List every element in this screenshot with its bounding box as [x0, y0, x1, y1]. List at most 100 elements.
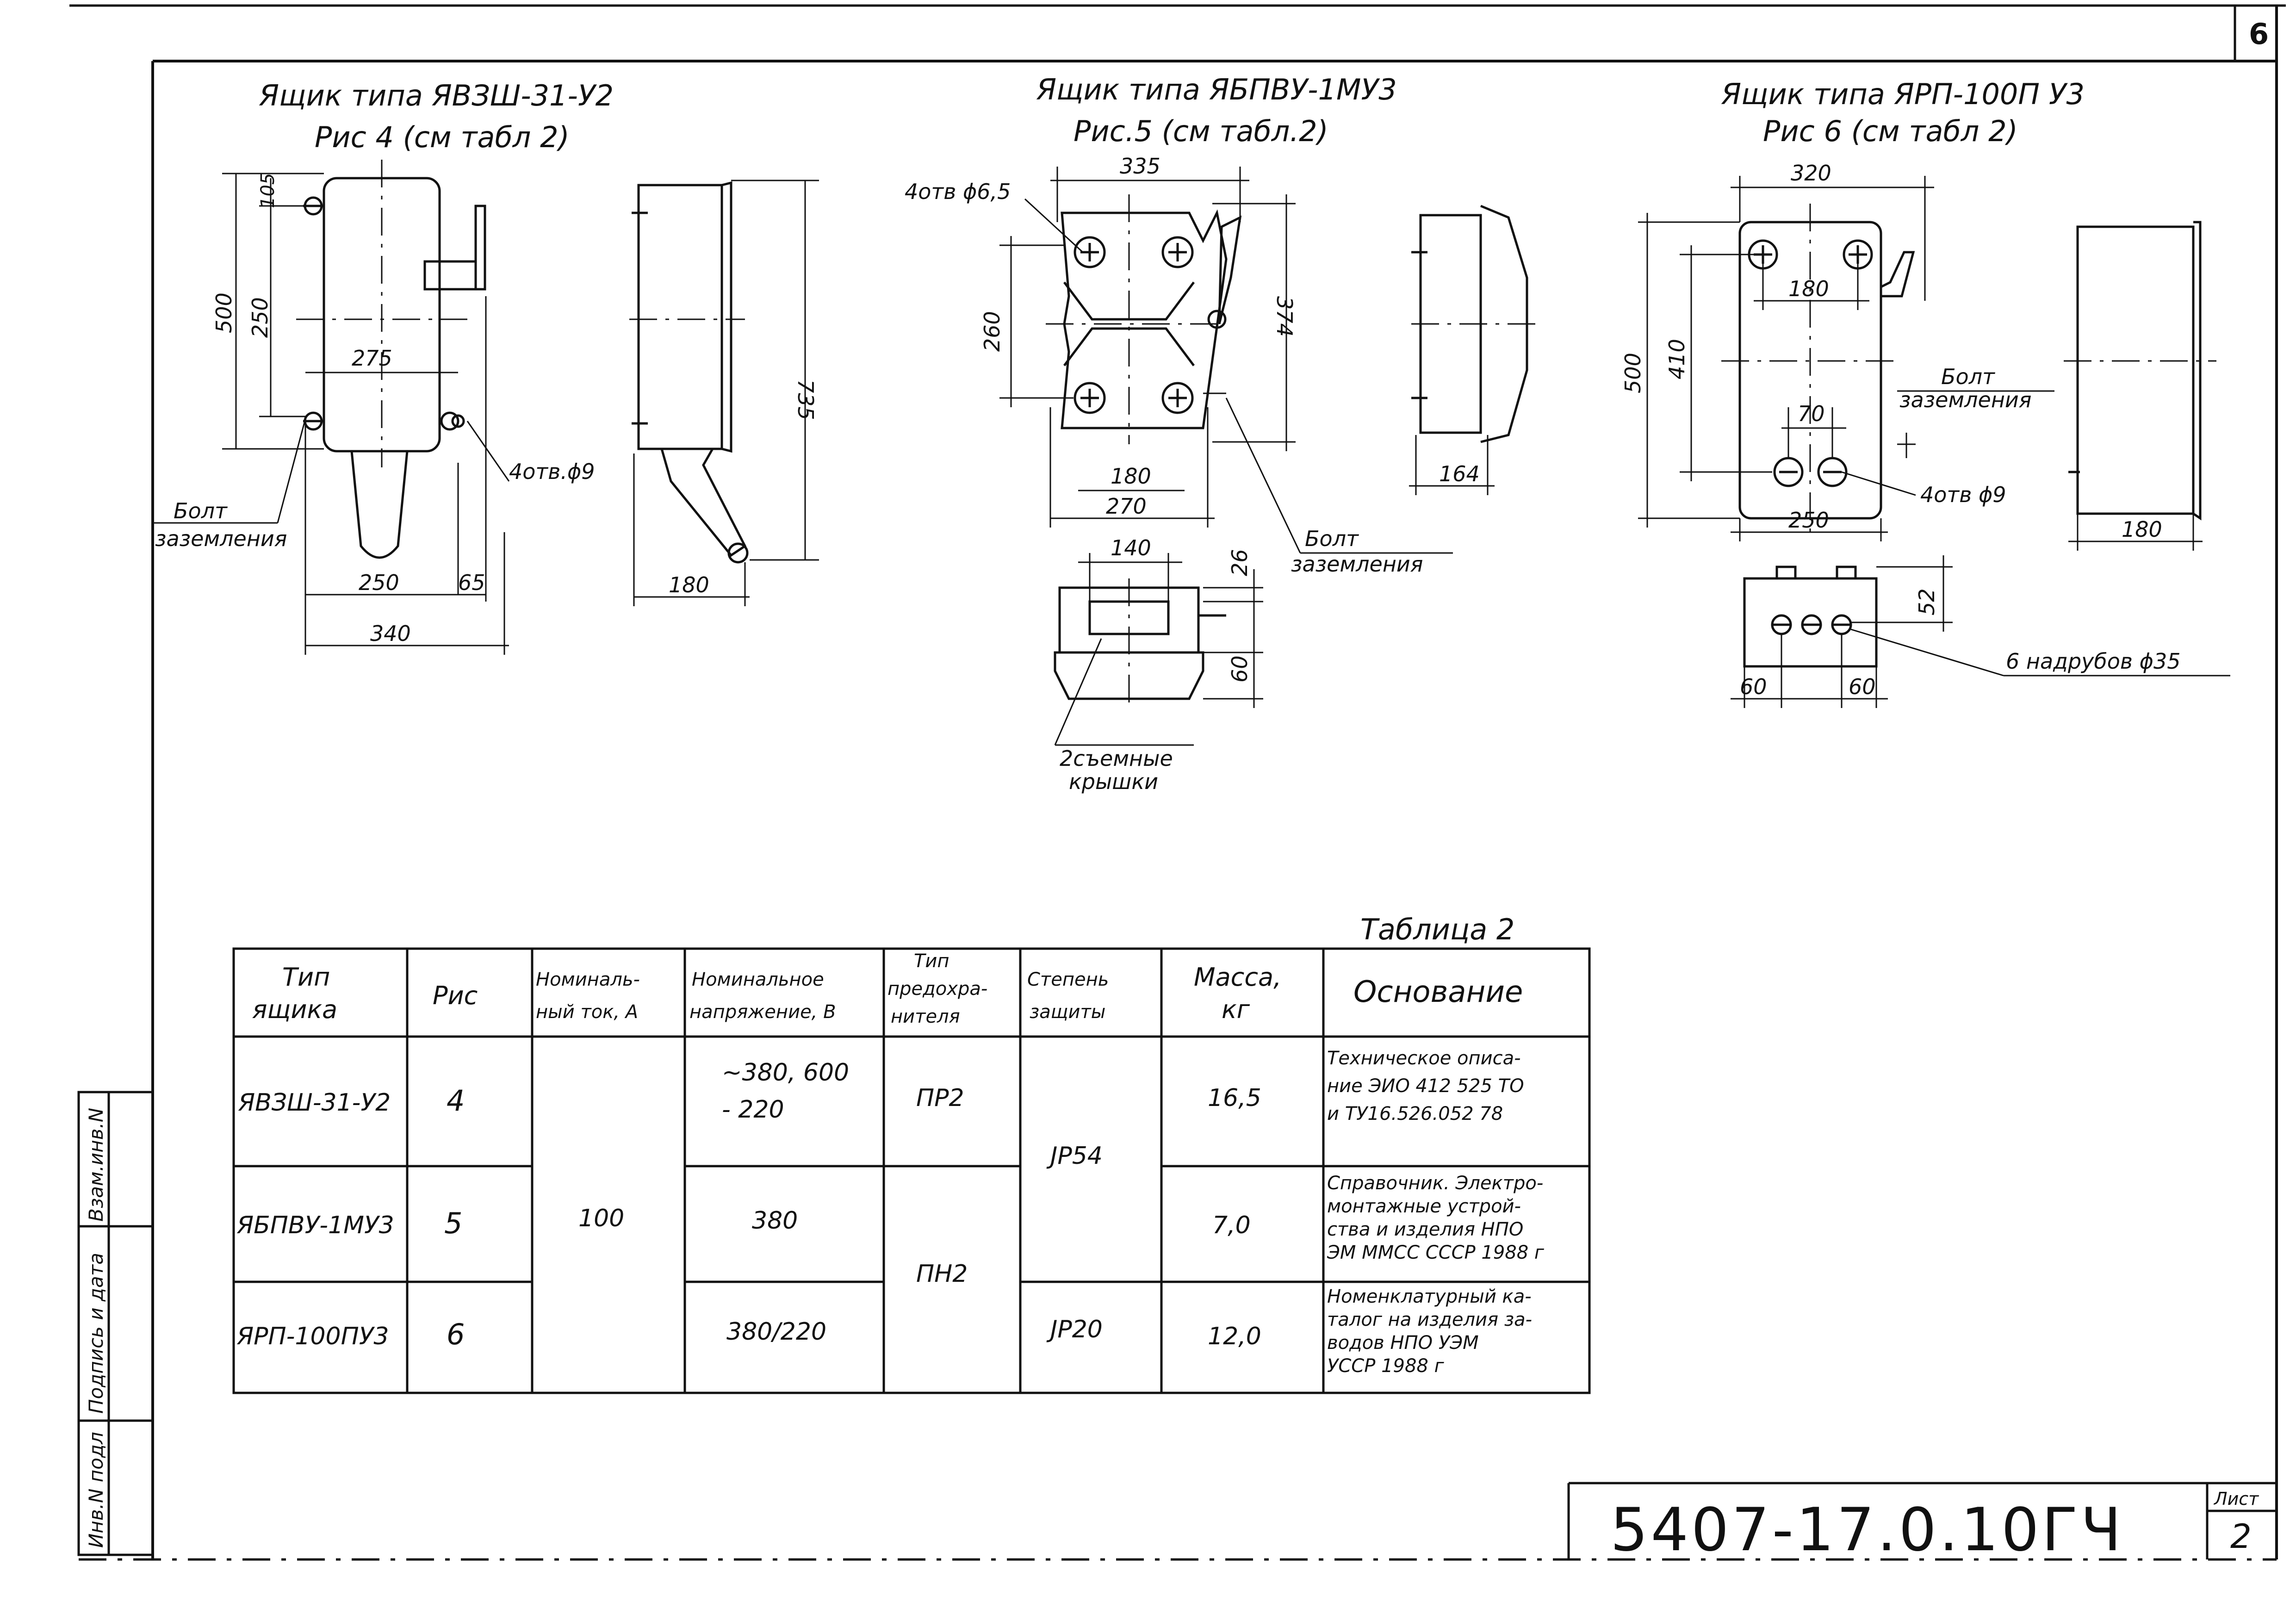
table-caption: Таблица 2 — [1360, 913, 1514, 946]
row1-fig: 4 — [447, 1084, 465, 1118]
fig5-covers-label-1: 2съемные — [1060, 746, 1173, 771]
row2-basis-1: Справочник. Электро- — [1327, 1173, 1543, 1194]
fig5-bolt-label-2: заземления — [1291, 552, 1423, 577]
table-header-type-2: ящика — [252, 995, 337, 1024]
row1-volt-1: ∼380, 600 — [722, 1059, 849, 1087]
fig4-dim-340: 340 — [370, 621, 411, 646]
merged-protection-upper: JP54 — [1046, 1142, 1103, 1170]
merged-current: 100 — [578, 1205, 624, 1232]
row2-type: ЯБПВУ-1МУ3 — [236, 1211, 394, 1239]
fig6-dim-70: 70 — [1798, 401, 1825, 426]
fig4-holes-note: 4отв.ϕ9 — [509, 459, 595, 484]
table-header-voltage-1: Номинальное — [692, 969, 824, 990]
fig6-dimension-lines — [1638, 176, 1934, 541]
fig4-dimension-lines — [153, 173, 510, 655]
fig5-side-dimension-lines — [1409, 435, 1495, 495]
fig6-holes-note: 4отв ϕ9 — [1920, 482, 2006, 507]
table-header-current-1: Номиналь- — [536, 969, 640, 990]
stamp-inv-label: Взам.инв.N — [85, 1108, 107, 1222]
fig4-dim-105: 105 — [257, 173, 279, 208]
fig4-dim-65: 65 — [458, 570, 485, 595]
list-number: 2 — [2230, 1517, 2252, 1556]
row2-volt: 380 — [752, 1207, 798, 1235]
table-header-fuse-1: Тип — [914, 950, 949, 972]
row1-mass: 16,5 — [1208, 1084, 1261, 1112]
fig5-dim-140: 140 — [1111, 535, 1151, 560]
fig6-side-dimension-lines — [2068, 514, 2203, 551]
fig4-side-dimension-lines — [633, 180, 819, 606]
row3-mass: 12,0 — [1208, 1323, 1261, 1350]
row3-type: ЯРП-100ПУ3 — [236, 1323, 389, 1350]
side-stamp — [77, 1091, 154, 1556]
fig4-dim-250-vertical: 250 — [248, 297, 273, 338]
fig4-dim-275: 275 — [352, 346, 392, 371]
fig4-front-view — [296, 160, 486, 559]
table-header-fig: Рис — [433, 981, 478, 1010]
row3-fig: 6 — [447, 1317, 465, 1351]
table-header-type-1: Тип — [282, 963, 330, 992]
fig5-dim-180: 180 — [1111, 464, 1151, 489]
fig6-dim-52: 52 — [1914, 588, 1939, 615]
fig4-title: Ящик типа ЯВЗШ-31-У2 — [259, 79, 614, 112]
fig5-holes-note: 4отв ϕ6,5 — [905, 179, 1011, 204]
fig4-bolt-label-2: заземления — [155, 526, 287, 551]
fig6-dim-250: 250 — [1788, 508, 1829, 533]
list-label: Лист — [2213, 1489, 2259, 1509]
fig5-dim-60: 60 — [1227, 655, 1252, 683]
stamp-podl-label: Инв.N подл — [85, 1432, 107, 1548]
row3-basis-2: талог на изделия за- — [1327, 1309, 1532, 1330]
fig5-top-dimension-lines — [1054, 553, 1263, 746]
fig6-subtitle: Рис 6 (см табл 2) — [1763, 114, 2018, 148]
table-header-voltage-2: напряжение, В — [689, 1001, 836, 1023]
row3-basis-3: водов НПО УЭМ — [1327, 1332, 1479, 1354]
table-header-protection-2: защиты — [1030, 1001, 1105, 1023]
fig5-dim-374: 374 — [1272, 296, 1297, 337]
fig5-dim-335: 335 — [1120, 154, 1160, 179]
fig5-top-view — [1054, 578, 1226, 708]
fig6-dim-320: 320 — [1791, 161, 1831, 186]
table-header-protection-1: Степень — [1027, 969, 1109, 990]
fig5-dim-260: 260 — [980, 311, 1005, 352]
fig6-dim-410: 410 — [1664, 339, 1689, 379]
row2-fig: 5 — [444, 1206, 462, 1240]
stamp-sign-label: Подпись и дата — [85, 1253, 107, 1414]
row1-basis-1: Техническое описа- — [1327, 1048, 1521, 1069]
fig5-covers-label-2: крышки — [1069, 769, 1158, 794]
fig5-dim-164: 164 — [1439, 461, 1480, 486]
fig6-dim-180-side: 180 — [2122, 517, 2162, 542]
row3-basis-4: УССР 1988 г — [1327, 1355, 1445, 1377]
fig6-dim-60-right: 60 — [1849, 674, 1876, 699]
fig6-bottom-dimension-lines — [1731, 555, 2230, 708]
fig4-side-view — [629, 181, 749, 564]
row2-basis-3: ства и изделия НПО — [1327, 1219, 1523, 1240]
sheet-frame — [69, 4, 2286, 1561]
fig6-dim-60-left: 60 — [1740, 674, 1767, 699]
fig5-subtitle: Рис.5 (см табл.2) — [1074, 114, 1328, 148]
table-grid — [232, 947, 1591, 1394]
fig6-dim-180: 180 — [1788, 276, 1829, 301]
merged-fuse-lower: ПН2 — [916, 1260, 968, 1288]
table-header-fuse-3: нителя — [891, 1006, 960, 1027]
fig4-dim-735: 735 — [793, 379, 818, 420]
table-header-basis: Основание — [1353, 975, 1523, 1009]
table-header-mass-2: кг — [1222, 995, 1250, 1024]
row1-volt-2: - 220 — [722, 1096, 784, 1124]
document-code: 5407-17.0.10ГЧ — [1610, 1496, 2124, 1565]
row2-basis-4: ЭМ ММСС СССР 1988 г — [1327, 1242, 1545, 1263]
fig4-dim-180: 180 — [669, 572, 709, 597]
fig6-front-view — [1721, 204, 1915, 532]
row2-mass: 7,0 — [1212, 1211, 1251, 1239]
fig6-dim-500: 500 — [1620, 353, 1645, 393]
row2-basis-2: монтажные устрой- — [1327, 1196, 1521, 1217]
row1-fuse: ПР2 — [916, 1084, 964, 1112]
fig5-title: Ящик типа ЯБПВУ-1МУ3 — [1036, 73, 1397, 106]
row3-volt: 380/220 — [726, 1318, 826, 1346]
fig4-subtitle: Рис 4 (см табл 2) — [315, 120, 570, 154]
title-block — [1567, 1482, 2277, 1559]
row3-protection: JP20 — [1046, 1316, 1103, 1343]
fig6-bolt-label-1: Болт — [1941, 364, 1995, 389]
fig5-dim-26: 26 — [1227, 549, 1252, 576]
fig5-front-view — [1046, 194, 1242, 444]
table-header-mass-1: Масса, — [1194, 963, 1281, 992]
